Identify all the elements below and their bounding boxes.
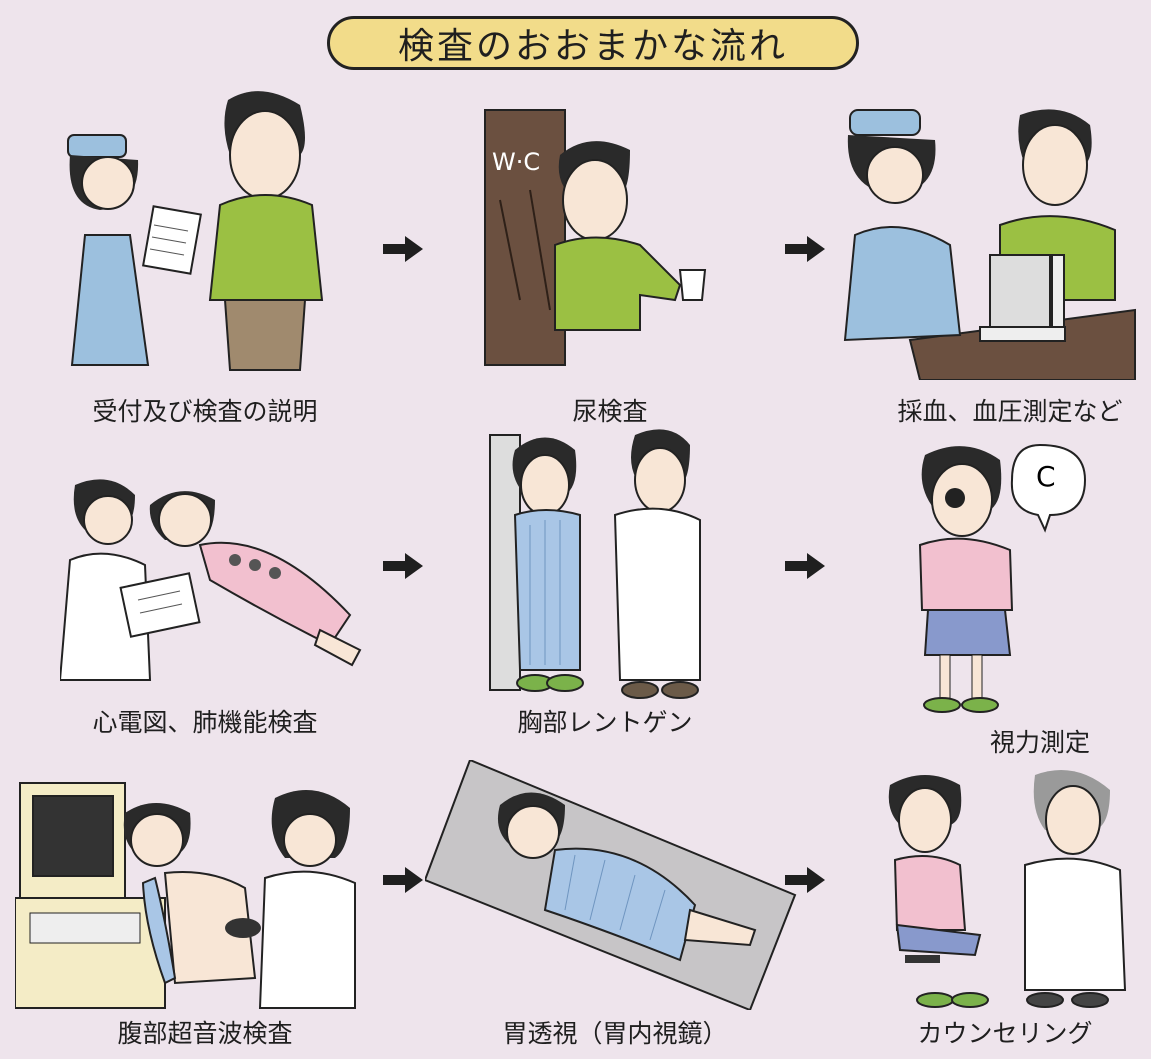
step-label-ultrasound: 腹部超音波検査: [117, 1019, 293, 1048]
flow-arrow-icon: [383, 867, 423, 893]
ecg-machine: [119, 572, 201, 638]
doctor-figure: [1024, 770, 1127, 1008]
sphygmomanometer: [979, 254, 1066, 342]
patient-figure: [512, 437, 584, 692]
patient-figure: [888, 775, 989, 1008]
scene-chest-xray: [485, 425, 715, 705]
step-label-vision-test: 視力測定: [989, 728, 1090, 757]
scene-reception: [60, 85, 350, 375]
nurse-figure: [67, 134, 203, 366]
eye-cover: [945, 488, 965, 508]
scene-blood-test: [840, 95, 1140, 380]
flow-arrow-icon: [383, 553, 423, 579]
scene-gastric: [425, 760, 810, 1010]
step-label-chest-xray: 胸部レントゲン: [517, 708, 693, 737]
step-label-blood-test: 採血、血圧測定など: [897, 397, 1123, 426]
page-title-text: 検査のおおまかな流れ: [397, 26, 788, 67]
technician-figure: [613, 429, 701, 699]
patient-figure: [208, 91, 324, 371]
step-label-gastric: 胃透視（胃内視鏡）: [502, 1019, 728, 1048]
flow-arrow-icon: [383, 236, 423, 262]
patient-figure: [999, 109, 1116, 301]
ultrasound-machine: [15, 782, 166, 1009]
patient-figure: [149, 491, 362, 667]
patient-figure: [918, 446, 1014, 713]
flow-arrow-icon: [785, 236, 825, 262]
scene-ecg: [60, 465, 390, 695]
scene-vision-test: C: [900, 440, 1100, 720]
patient-figure: [123, 803, 257, 985]
step-label-counseling: カウンセリング: [917, 1019, 1093, 1048]
scene-counseling: [885, 765, 1135, 1010]
flow-arrow-icon: [785, 867, 825, 893]
patient-figure: [497, 792, 757, 962]
step-label-urinalysis: 尿検査: [572, 397, 648, 426]
step-label-reception: 受付及び検査の説明: [92, 397, 318, 426]
scene-ultrasound: [15, 778, 360, 1013]
page-title: 検査のおおまかな流れ: [327, 16, 859, 70]
ultrasound-probe: [225, 918, 261, 938]
restroom-sign: W·C: [492, 148, 540, 176]
step-label-ecg: 心電図、肺機能検査: [92, 708, 318, 737]
nurse-figure: [60, 479, 152, 681]
patient-figure: [554, 141, 707, 331]
scene-urinalysis: W·C: [480, 100, 740, 370]
flow-arrow-icon: [785, 553, 825, 579]
doctor-figure: [225, 790, 356, 1009]
eye-chart-letter: C: [1036, 460, 1056, 493]
restroom-door: W·C: [484, 109, 566, 366]
nurse-figure: [843, 109, 962, 342]
speech-bubble: C: [1010, 443, 1087, 533]
